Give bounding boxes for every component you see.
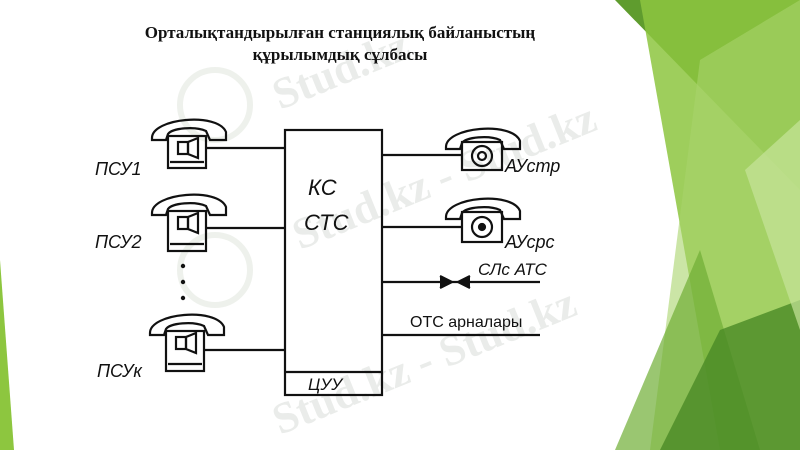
phone-psuk-icon	[148, 313, 226, 373]
label-austr: АУстр	[504, 156, 560, 176]
phone-psu1-icon	[150, 118, 228, 170]
label-psuk: ПСУк	[97, 361, 143, 381]
label-psu1: ПСУ1	[95, 159, 142, 179]
label-psu2: ПСУ2	[95, 232, 142, 252]
diagram-labels: ПСУ1 ПСУ2 ПСУк КС СТС ЦУУ АУстр АУсрс СЛ…	[95, 156, 560, 394]
svg-text:Stud.kz - Stud.kz: Stud.kz - Stud.kz	[265, 278, 583, 444]
right-bottom-dark-shape	[660, 300, 800, 450]
center-footer-label: ЦУУ	[308, 375, 344, 394]
slide-title-line1: Орталықтандырылған станциялық байланысты…	[144, 23, 536, 42]
left-green-accent	[0, 260, 14, 450]
ellipsis-dots	[180, 263, 186, 301]
label-ausrs: АУсрс	[504, 232, 555, 252]
arrow-right-icon	[455, 275, 471, 289]
label-ots-channels: ОТС арналары	[410, 314, 522, 331]
diagram	[148, 118, 540, 397]
label-external-ats: СЛс АТС	[478, 260, 548, 279]
slide-title: Орталықтандырылған станциялық байланысты…	[60, 22, 620, 66]
arrow-left-icon	[439, 275, 455, 289]
center-label-2: СТС	[304, 210, 349, 235]
center-block	[283, 128, 384, 397]
center-label-1: КС	[308, 175, 337, 200]
slide-title-line2: құрылымдық сұлбасы	[252, 45, 428, 64]
right-highlight-shape	[745, 120, 800, 330]
phone-psu2-icon	[150, 193, 228, 253]
